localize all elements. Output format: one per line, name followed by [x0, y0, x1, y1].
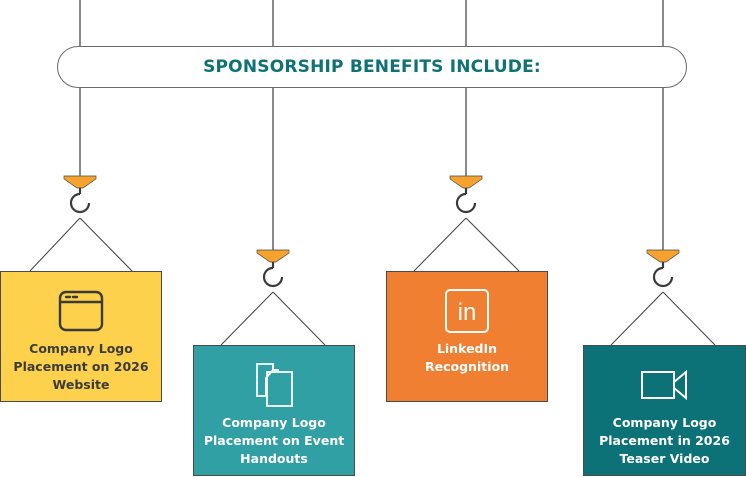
benefit-card-handouts: Company Logo Placement on Event Handouts [193, 345, 355, 476]
benefit-card-teaser-video: Company Logo Placement in 2026 Teaser Vi… [583, 345, 746, 476]
benefit-label: LinkedIn Recognition [425, 341, 509, 374]
benefit-label: Company Logo Placement on 2026 Website [13, 341, 149, 392]
svg-text:in: in [458, 299, 477, 326]
benefit-label: Company Logo Placement on Event Handouts [203, 415, 345, 466]
hook-3 [413, 175, 520, 272]
linkedin-icon: in [445, 289, 489, 333]
documents-icon [256, 363, 293, 407]
hook-1 [29, 175, 133, 272]
benefits-banner: SPONSORSHIP BENEFITS INCLUDE: [57, 46, 687, 88]
benefit-card-website: Company Logo Placement on 2026 Website [0, 271, 162, 402]
video-camera-icon [640, 369, 687, 401]
browser-window-icon [58, 290, 104, 332]
hook-4 [610, 249, 716, 346]
benefit-label: Company Logo Placement in 2026 Teaser Vi… [599, 415, 730, 466]
hook-2 [220, 249, 326, 346]
banner-title: SPONSORSHIP BENEFITS INCLUDE: [203, 57, 541, 77]
benefit-card-linkedin: in LinkedIn Recognition [386, 271, 548, 402]
